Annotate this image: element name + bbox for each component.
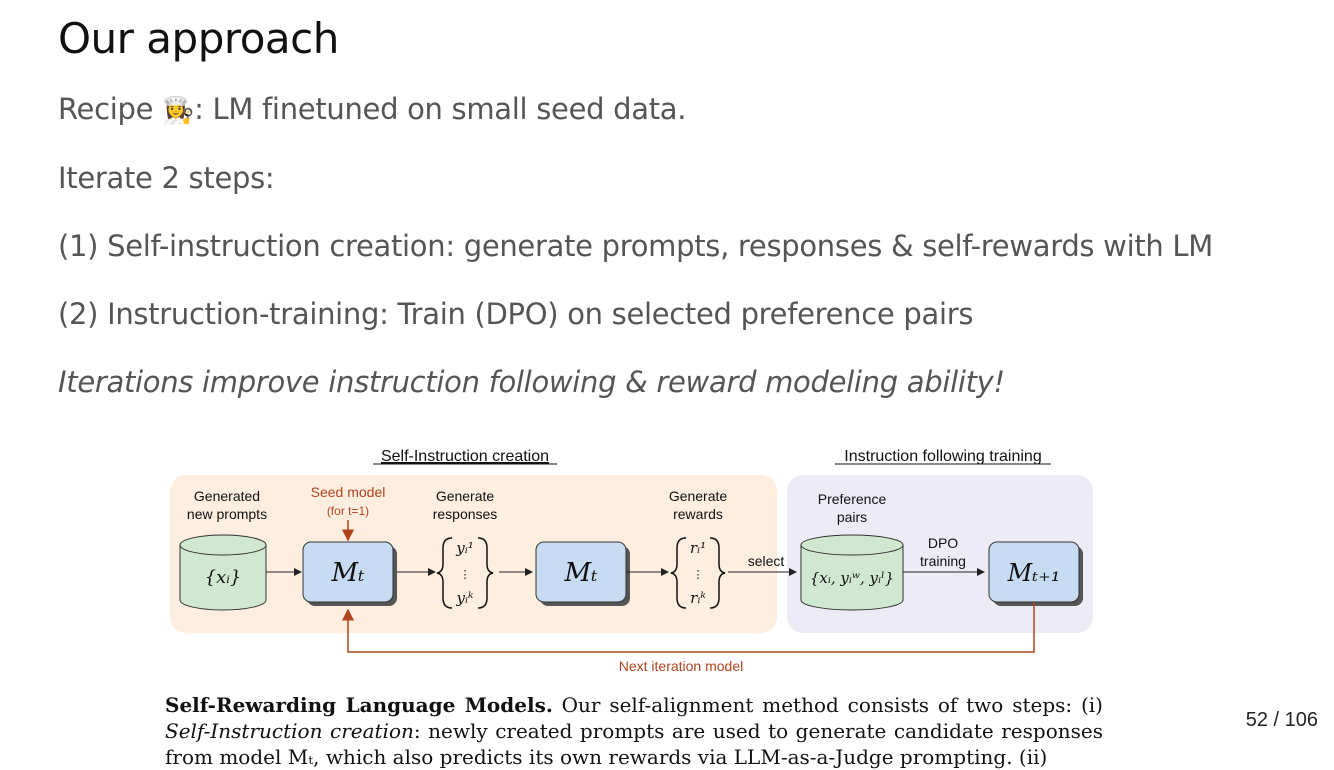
- seed-model-sub: (for t=1): [327, 504, 369, 518]
- seed-model-label: Seed model: [311, 484, 386, 500]
- reward-top: rᵢ¹: [690, 539, 706, 557]
- recipe-line: Recipe 👩‍🍳: LM finetuned on small seed d…: [58, 92, 686, 126]
- section-instruction-training: Instruction following training: [844, 448, 1041, 465]
- model-mt-2: Mₜ: [535, 541, 630, 606]
- step1-line: (1) Self-instruction creation: generate …: [58, 229, 1213, 263]
- prompts-cylinder: {xᵢ}: [179, 534, 267, 611]
- iterate-line: Iterate 2 steps:: [58, 161, 275, 195]
- dpo-label-1: DPO: [928, 535, 958, 551]
- caption-text-1: Our self-alignment method consists of tw…: [552, 693, 1103, 717]
- reward-dots: ⋮: [693, 568, 704, 581]
- select-label: select: [748, 553, 785, 569]
- gen-responses-2: responses: [433, 506, 498, 522]
- next-iteration-label: Next iteration model: [619, 658, 744, 674]
- model-mt-1: Mₜ: [302, 541, 397, 606]
- caption-bold: Self-Rewarding Language Models.: [165, 693, 553, 717]
- self-rewarding-diagram: Self-Instruction creation Instruction fo…: [170, 448, 1093, 674]
- pairs-set-label: {xᵢ, yᵢʷ, yᵢˡ}: [810, 569, 894, 587]
- caption-italic: Self-Instruction creation: [165, 719, 414, 743]
- recipe-prefix: Recipe: [58, 92, 163, 126]
- slide-title: Our approach: [58, 14, 339, 63]
- generated-label-2: new prompts: [187, 506, 267, 522]
- generated-label-1: Generated: [194, 488, 260, 504]
- gen-responses-1: Generate: [436, 488, 495, 504]
- responses-set: yᵢ¹ ⋮ yᵢᵏ: [436, 537, 494, 609]
- model-mt-next: Mₜ₊₁: [988, 541, 1083, 606]
- rewards-set: rᵢ¹ ⋮ rᵢᵏ: [670, 537, 726, 609]
- recipe-text: : LM finetuned on small seed data.: [194, 92, 687, 126]
- gen-rewards-1: Generate: [669, 488, 728, 504]
- page-number: 52 / 106: [1245, 709, 1318, 731]
- model-mt-2-label: Mₜ: [563, 558, 598, 588]
- response-bottom: yᵢᵏ: [456, 589, 474, 607]
- conclusion-line: Iterations improve instruction following…: [58, 365, 1005, 399]
- next-iteration-arrow: [342, 602, 1035, 653]
- pref-pairs-2: pairs: [837, 509, 867, 525]
- gen-rewards-2: rewards: [673, 506, 723, 522]
- response-dots: ⋮: [460, 568, 471, 581]
- pref-pairs-1: Preference: [818, 491, 887, 507]
- section-self-instruction: Self-Instruction creation: [381, 448, 549, 465]
- step2-line: (2) Instruction-training: Train (DPO) on…: [58, 297, 974, 331]
- dpo-label-2: training: [920, 553, 966, 569]
- model-mt-1-label: Mₜ: [330, 558, 365, 588]
- prompts-set-label: {xᵢ}: [205, 567, 242, 588]
- model-mt-next-label: Mₜ₊₁: [1007, 559, 1061, 587]
- figure-caption: Self-Rewarding Language Models. Our self…: [165, 692, 1103, 770]
- preference-cylinder: {xᵢ, yᵢʷ, yᵢˡ}: [800, 534, 904, 611]
- reward-bottom: rᵢᵏ: [690, 589, 706, 607]
- chef-emoji-icon: 👩‍🍳: [162, 96, 195, 126]
- response-top: yᵢ¹: [455, 539, 474, 557]
